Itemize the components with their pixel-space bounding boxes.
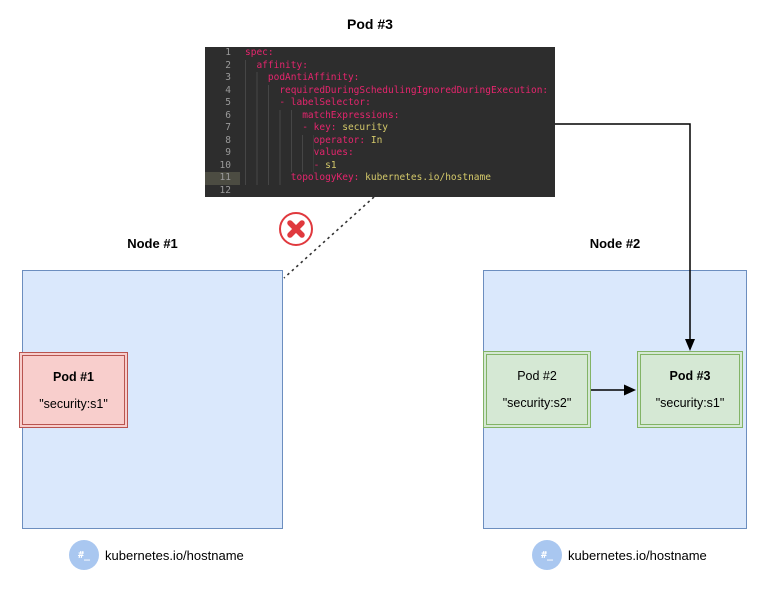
yaml-key: -: [313, 159, 326, 171]
yaml-key: podAntiAffinity:: [267, 72, 360, 83]
line-number: 3: [225, 72, 231, 83]
yaml-key: topologyKey:: [290, 172, 360, 183]
code-line: 7 - key: security: [205, 122, 555, 135]
hostname-icon: #_: [69, 540, 99, 570]
indent-guides: [245, 97, 280, 110]
pod1-box: Pod #1 "security:s1": [19, 352, 128, 428]
line-number: 2: [225, 59, 231, 71]
code-text: topologyKey: kubernetes.io/hostname: [240, 172, 491, 185]
yaml-key: affinity:: [256, 59, 308, 71]
code-line: 1 spec:: [205, 47, 555, 60]
yaml-value: security: [336, 122, 389, 133]
indent-guides: [245, 134, 314, 147]
node2-title: Node #2: [589, 236, 641, 251]
code-line: 10 - s1: [205, 159, 555, 172]
line-number: 4: [225, 84, 231, 96]
line-number: 7: [225, 122, 231, 133]
code-line: 5 - labelSelector:: [205, 97, 555, 110]
code-text: spec:: [240, 47, 274, 60]
node1-hostname-label: kubernetes.io/hostname: [105, 548, 244, 563]
code-line: 4 requiredDuringSchedulingIgnoredDuringE…: [205, 84, 555, 97]
line-number: 5: [225, 97, 231, 108]
code-line: 6 matchExpressions:: [205, 109, 555, 122]
code-text: podAntiAffinity:: [240, 72, 359, 85]
yaml-value: kubernetes.io/hostname: [359, 172, 491, 183]
code-text: requiredDuringSchedulingIgnoredDuringExe…: [240, 84, 549, 97]
pod3-name: Pod #3: [669, 369, 711, 383]
code-text: matchExpressions:: [240, 109, 400, 122]
yaml-value: s1: [325, 159, 337, 171]
code-line: 3 podAntiAffinity:: [205, 72, 555, 85]
code-line: 8 operator: In: [205, 134, 555, 147]
code-text: values:: [240, 147, 354, 160]
yaml-key: - key:: [302, 122, 337, 133]
indent-guides: [245, 159, 314, 172]
code-text: - labelSelector:: [240, 97, 371, 110]
code-text: - key: security: [240, 122, 388, 135]
hostname-icon: #_: [532, 540, 562, 570]
blocked-x-icon: [279, 212, 313, 246]
pod1-label: "security:s1": [39, 396, 108, 411]
code-line: 12: [205, 185, 555, 198]
page-title: Pod #3: [347, 16, 393, 32]
code-text: affinity:: [240, 59, 308, 72]
pod2-box: Pod #2 "security:s2": [483, 351, 591, 428]
yaml-key: operator:: [313, 134, 366, 146]
yaml-key: matchExpressions:: [302, 109, 400, 121]
line-number: 6: [225, 109, 231, 121]
yaml-key: spec:: [245, 47, 274, 58]
yaml-key: values:: [313, 147, 354, 158]
pod2-name: Pod #2: [517, 369, 557, 383]
pod3-label: "security:s1": [655, 396, 725, 410]
line-number: 9: [225, 147, 231, 158]
pod1-name: Pod #1: [53, 369, 94, 384]
yaml-key: - labelSelector:: [279, 97, 371, 108]
indent-guides: [245, 109, 303, 122]
code-line: 11 topologyKey: kubernetes.io/hostname: [205, 172, 555, 185]
line-number: 11: [205, 172, 240, 185]
indent-guides: [245, 59, 257, 72]
line-number: 1: [225, 47, 231, 58]
spec-to-node1-dashed-line: [283, 196, 375, 279]
pod2-label: "security:s2": [502, 396, 572, 410]
yaml-value: In: [365, 134, 383, 146]
indent-guides: [245, 72, 268, 85]
line-number: 12: [219, 184, 231, 196]
code-text: - s1: [240, 159, 337, 172]
code-text: operator: In: [240, 134, 383, 147]
node2-hostname-label: kubernetes.io/hostname: [568, 548, 707, 563]
yaml-key: requiredDuringSchedulingIgnoredDuringExe…: [279, 84, 549, 96]
pod3-box: Pod #3 "security:s1": [637, 351, 743, 428]
line-number: 8: [225, 134, 231, 146]
indent-guides: [245, 147, 314, 160]
indent-guides: [245, 122, 303, 135]
indent-guides: [245, 84, 280, 97]
code-text: [240, 185, 245, 198]
code-line: 9 values:: [205, 147, 555, 160]
indent-guides: [245, 172, 291, 185]
line-number: 10: [219, 159, 231, 171]
node1-title: Node #1: [127, 236, 178, 251]
code-line: 2 affinity:: [205, 59, 555, 72]
